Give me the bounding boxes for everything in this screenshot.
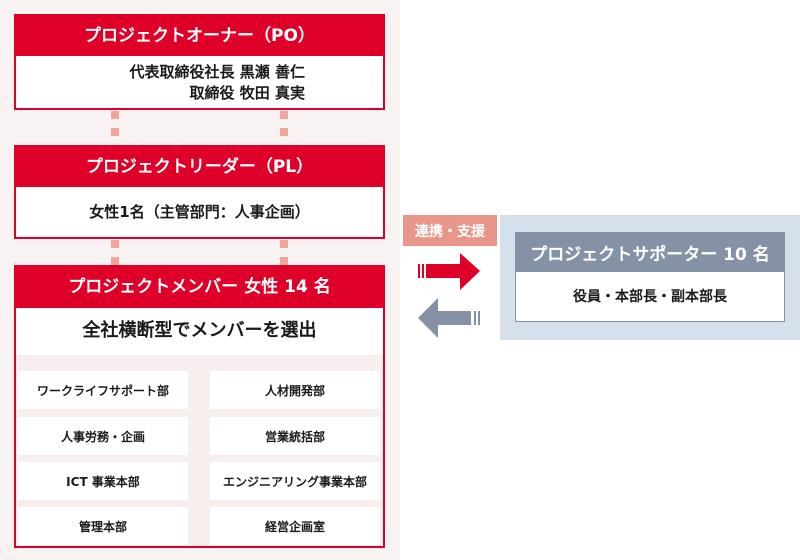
department-cell: ワークライフサポート部 bbox=[18, 371, 188, 409]
leader-body: 女性1名（主管部門：人事企画） bbox=[89, 203, 310, 221]
owner-line-1: 代表取締役社長 黒瀬 善仁 bbox=[129, 63, 305, 81]
department-cell: 経営企画室 bbox=[210, 507, 380, 545]
department-cell: 人事労務・企画 bbox=[18, 417, 188, 455]
arrows bbox=[418, 253, 480, 338]
project-owner-box: プロジェクトオーナー（PO） 代表取締役社長 黒瀬 善仁 取締役 牧田 真実 bbox=[14, 14, 385, 110]
right-arrow-icon bbox=[418, 253, 480, 290]
project-leader-box: プロジェクトリーダー（PL） 女性1名（主管部門：人事企画） bbox=[14, 145, 385, 239]
members-title: プロジェクトメンバー 女性 14 名 bbox=[16, 267, 383, 308]
department-grid: ワークライフサポート部 人材開発部 人事労務・企画 営業統括部 ICT 事業本部… bbox=[16, 355, 383, 546]
department-cell: エンジニアリング事業本部 bbox=[210, 462, 380, 500]
project-supporter-box: プロジェクトサポーター 10 名 役員・本部長・副本部長 bbox=[515, 232, 785, 322]
project-members-box: プロジェクトメンバー 女性 14 名 全社横断型でメンバーを選出 ワークライフサ… bbox=[14, 265, 385, 548]
connector-line bbox=[111, 111, 119, 145]
leader-title: プロジェクトリーダー（PL） bbox=[16, 147, 383, 187]
connector-line bbox=[280, 240, 288, 265]
supporter-panel: プロジェクトサポーター 10 名 役員・本部長・副本部長 bbox=[500, 215, 800, 340]
department-cell: 人材開発部 bbox=[210, 371, 380, 409]
collaboration-label: 連携・支援 bbox=[403, 215, 497, 246]
department-cell: 管理本部 bbox=[18, 507, 188, 545]
owner-line-2: 取締役 牧田 真実 bbox=[189, 84, 305, 102]
owner-title: プロジェクトオーナー（PO） bbox=[16, 16, 383, 56]
connector-line bbox=[111, 240, 119, 265]
department-cell: ICT 事業本部 bbox=[18, 462, 188, 500]
connector-line bbox=[280, 111, 288, 145]
supporter-body: 役員・本部長・副本部長 bbox=[573, 289, 727, 305]
left-arrow-icon bbox=[418, 298, 480, 338]
owner-body: 代表取締役社長 黒瀬 善仁 取締役 牧田 真実 bbox=[16, 56, 383, 104]
department-cell: 営業統括部 bbox=[210, 417, 380, 455]
members-subtitle: 全社横断型でメンバーを選出 bbox=[82, 320, 317, 341]
supporter-title: プロジェクトサポーター 10 名 bbox=[516, 233, 784, 272]
